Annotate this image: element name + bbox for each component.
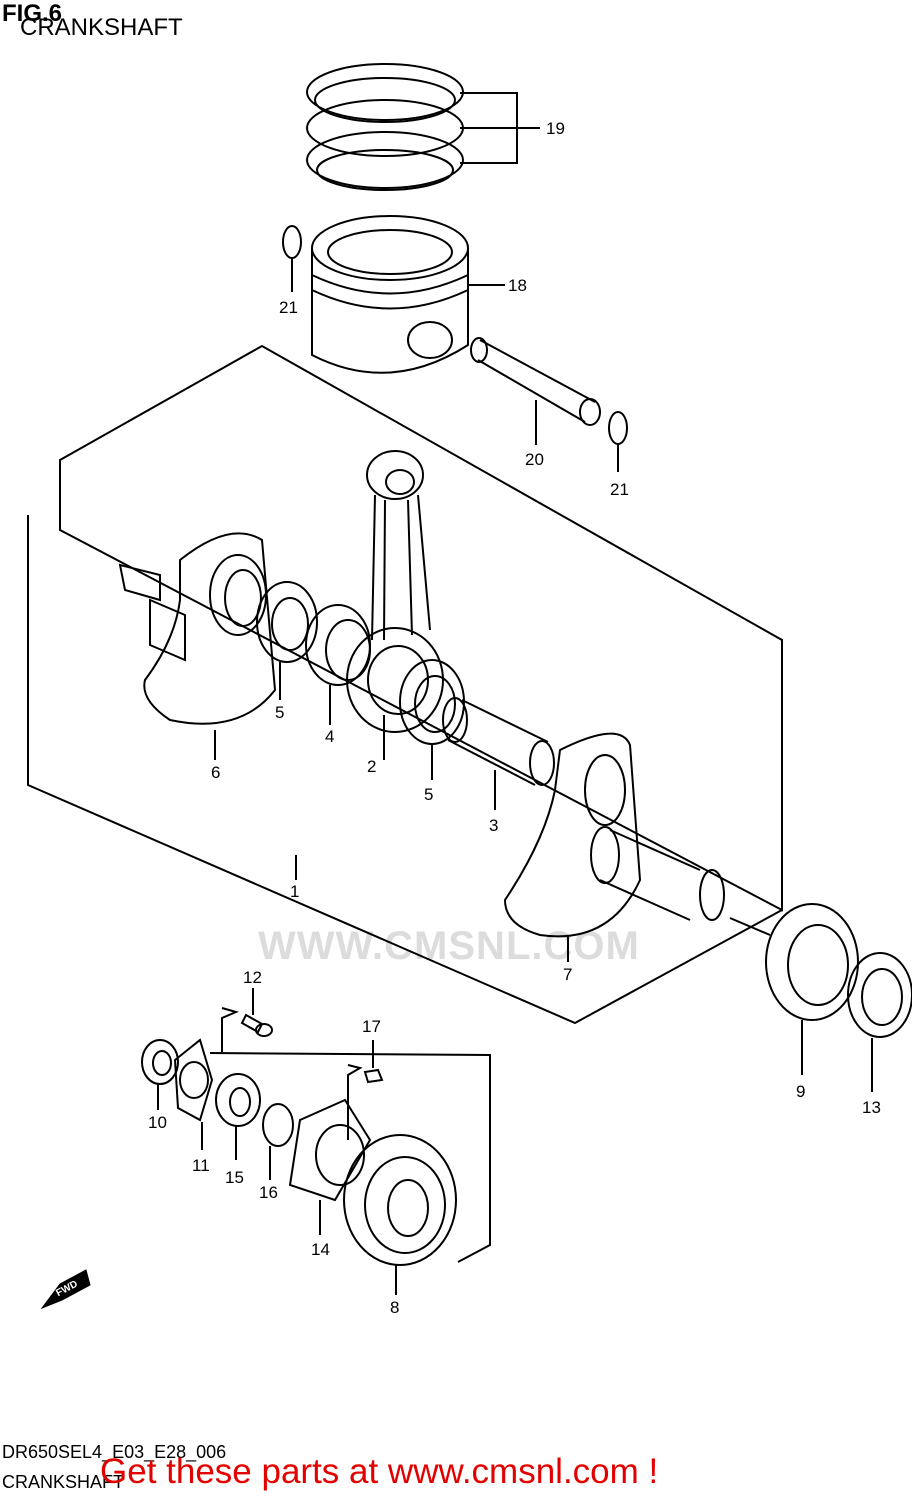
callout-18: 18	[508, 276, 527, 295]
spacer	[215, 1073, 261, 1127]
piston-pin	[470, 337, 601, 426]
callout-19: 19	[546, 119, 565, 138]
crankshaft-nut	[847, 952, 912, 1038]
callout-5-right: 5	[424, 785, 433, 804]
balancer-box	[209, 1052, 491, 1263]
left-crank-web	[118, 532, 277, 725]
gear-key	[363, 1068, 384, 1084]
callout-1: 1	[290, 882, 299, 901]
washer	[262, 1103, 294, 1147]
callout-10: 10	[148, 1113, 167, 1132]
piston	[311, 215, 469, 374]
callout-5-left: 5	[275, 703, 284, 722]
callout-4: 4	[325, 727, 334, 746]
connecting-rod	[346, 450, 444, 733]
right-crank-web	[503, 732, 725, 938]
callout-15: 15	[225, 1168, 244, 1187]
promo-link[interactable]: Get these parts at www.cmsnl.com !	[100, 1452, 659, 1491]
callout-7: 7	[563, 965, 572, 984]
crank-pin	[442, 697, 555, 786]
piston-pin-circlip-right	[608, 411, 628, 445]
callout-2: 2	[367, 757, 376, 776]
thrust-washer-left	[256, 581, 318, 663]
callout-17: 17	[362, 1017, 381, 1036]
watermark-text: WWW.CMSNL.COM	[258, 924, 640, 968]
callout-21-left: 21	[279, 298, 298, 317]
figure-title: CRANKSHAFT	[20, 14, 183, 41]
callout-9: 9	[796, 1082, 805, 1101]
left-main-bearing	[343, 1134, 457, 1266]
piston-rings	[306, 63, 464, 191]
oil-seal	[141, 1039, 179, 1085]
figure-number: FIG.6	[2, 0, 63, 27]
callout-11: 11	[192, 1156, 210, 1175]
diagram-code: DR650SEL4_E03_E28_006	[2, 1442, 227, 1462]
crankpin-bearing	[305, 604, 371, 686]
callout-12: 12	[243, 968, 262, 987]
fwd-arrow-icon: FWD	[40, 1269, 91, 1310]
primary-drive-gear	[288, 1098, 372, 1202]
piston-pin-circlip-left	[282, 225, 302, 259]
callout-8: 8	[390, 1298, 399, 1317]
callout-6: 6	[211, 763, 220, 782]
callout-14: 14	[311, 1240, 330, 1259]
plate-screw	[240, 1013, 273, 1037]
outer-assembly-frame	[27, 515, 783, 1025]
callout-3: 3	[489, 816, 498, 835]
callout-20: 20	[525, 450, 544, 469]
right-main-bearing	[765, 903, 859, 1021]
crank-assembly-box	[59, 344, 783, 912]
callout-21-right: 21	[610, 480, 629, 499]
retainer-plate	[173, 1038, 214, 1122]
callout-13: 13	[862, 1098, 881, 1117]
callout-16: 16	[259, 1183, 278, 1202]
footer-title: CRANKSHAFT	[2, 1472, 125, 1492]
